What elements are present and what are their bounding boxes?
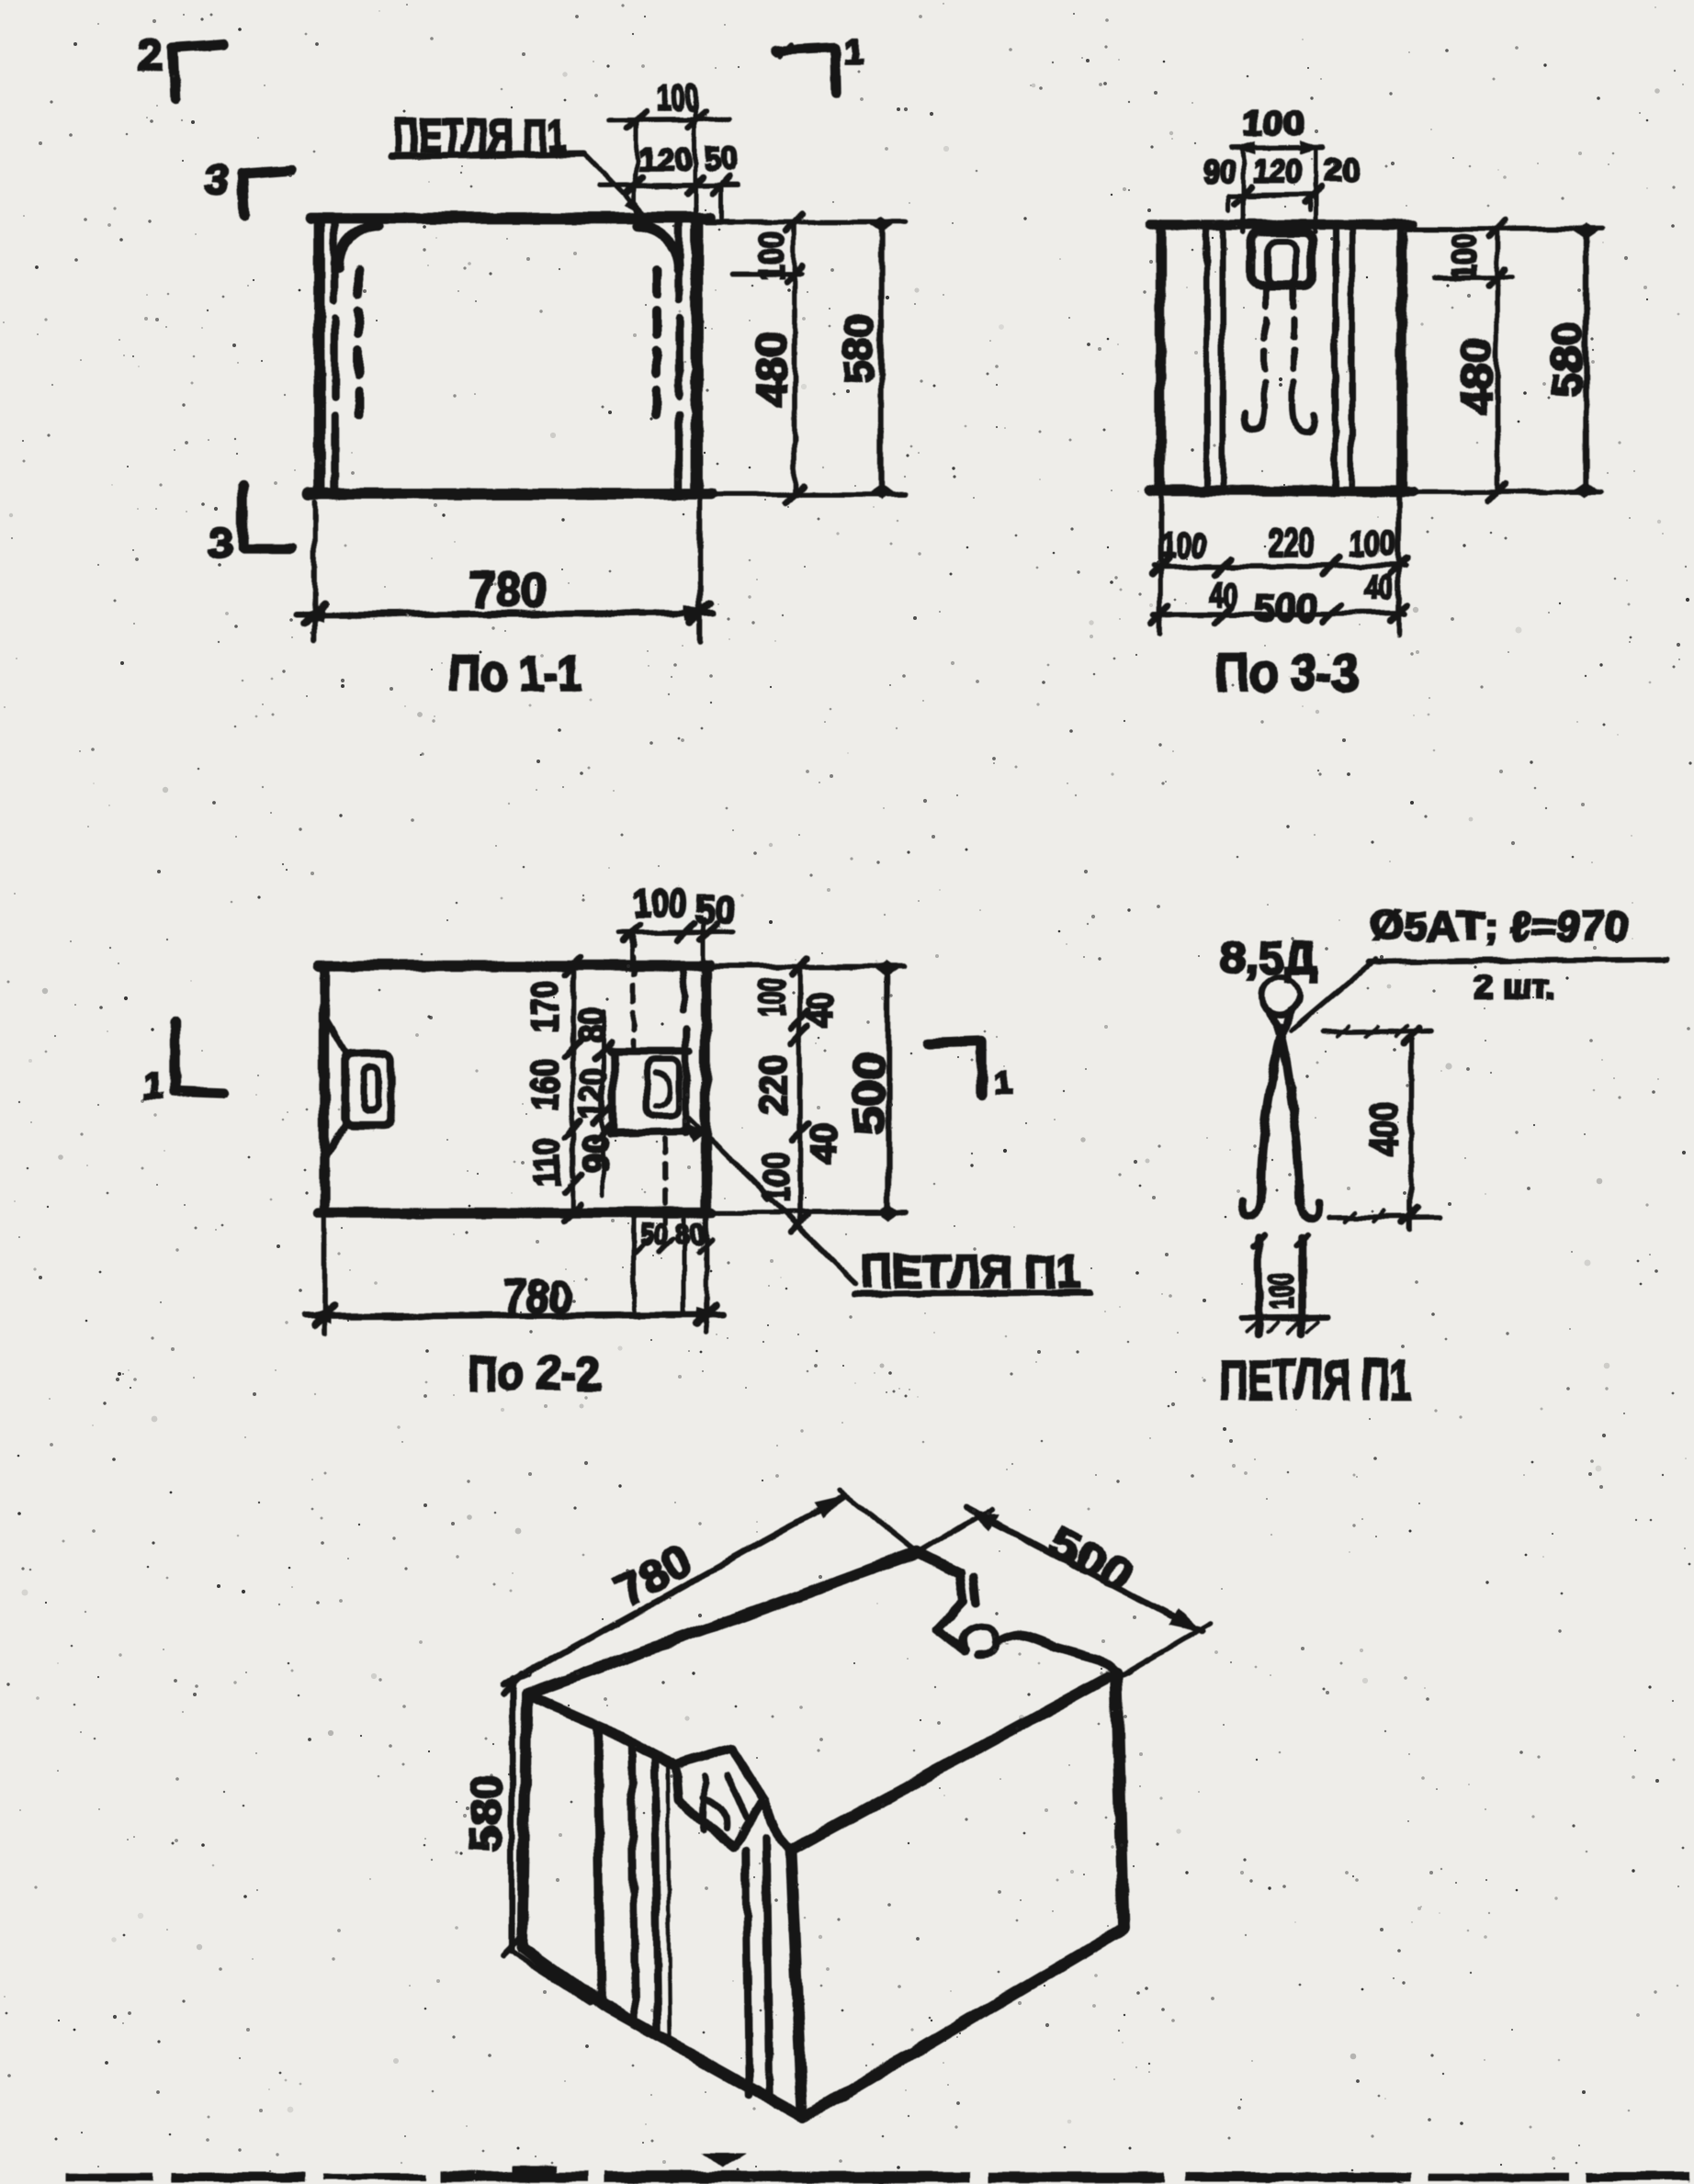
svg-text:3: 3	[208, 518, 232, 567]
svg-text:110: 110	[525, 1137, 566, 1185]
svg-text:40: 40	[1208, 576, 1237, 614]
svg-text:120: 120	[638, 141, 691, 177]
svg-text:8,5Д: 8,5Д	[1219, 930, 1317, 982]
svg-text:100: 100	[632, 880, 685, 923]
svg-text:500: 500	[844, 1052, 892, 1132]
svg-text:1: 1	[842, 32, 862, 71]
svg-text:120: 120	[571, 1067, 612, 1117]
svg-text:100: 100	[751, 976, 791, 1015]
svg-text:100: 100	[1443, 232, 1481, 278]
svg-text:580: 580	[461, 1773, 509, 1852]
svg-text:220: 220	[1267, 519, 1314, 564]
svg-text:100: 100	[655, 77, 698, 117]
svg-text:3: 3	[204, 154, 228, 202]
svg-text:170: 170	[521, 979, 564, 1030]
svg-text:40: 40	[1364, 568, 1393, 605]
svg-text:100: 100	[1159, 526, 1205, 565]
svg-text:120: 120	[1252, 151, 1301, 188]
svg-text:40: 40	[798, 992, 839, 1027]
svg-text:90: 90	[1202, 151, 1235, 188]
svg-text:780: 780	[503, 1271, 571, 1320]
svg-text:40: 40	[802, 1122, 842, 1163]
svg-text:500: 500	[1252, 584, 1316, 629]
svg-text:80: 80	[570, 1007, 610, 1042]
svg-text:50: 50	[703, 138, 736, 175]
svg-text:2 шт.: 2 шт.	[1473, 966, 1554, 1004]
svg-text:80: 80	[673, 1217, 704, 1250]
svg-text:220: 220	[750, 1053, 793, 1115]
svg-text:100: 100	[1349, 524, 1395, 563]
svg-text:100: 100	[754, 1152, 795, 1201]
svg-text:480: 480	[1451, 336, 1499, 413]
svg-text:2: 2	[136, 28, 162, 79]
svg-text:90: 90	[574, 1132, 615, 1172]
svg-text:1: 1	[141, 1062, 163, 1105]
svg-text:1: 1	[992, 1063, 1011, 1100]
svg-text:Ø5АТ; ℓ=970: Ø5АТ; ℓ=970	[1369, 903, 1628, 948]
svg-text:580: 580	[834, 313, 881, 382]
svg-text:По 1-1: По 1-1	[448, 643, 582, 700]
svg-text:100: 100	[1242, 102, 1303, 140]
svg-text:20: 20	[1322, 152, 1359, 187]
svg-text:100: 100	[1261, 1271, 1299, 1308]
svg-text:780: 780	[468, 562, 547, 616]
svg-text:580: 580	[1542, 321, 1589, 396]
svg-text:ПЕТЛЯ П1: ПЕТЛЯ П1	[1218, 1348, 1410, 1410]
svg-text:160: 160	[522, 1058, 565, 1110]
svg-text:100: 100	[750, 230, 790, 279]
svg-text:480: 480	[747, 330, 795, 405]
svg-text:По 3-3: По 3-3	[1214, 642, 1358, 702]
svg-text:По 2-2: По 2-2	[466, 1345, 600, 1400]
svg-text:400: 400	[1361, 1100, 1404, 1156]
